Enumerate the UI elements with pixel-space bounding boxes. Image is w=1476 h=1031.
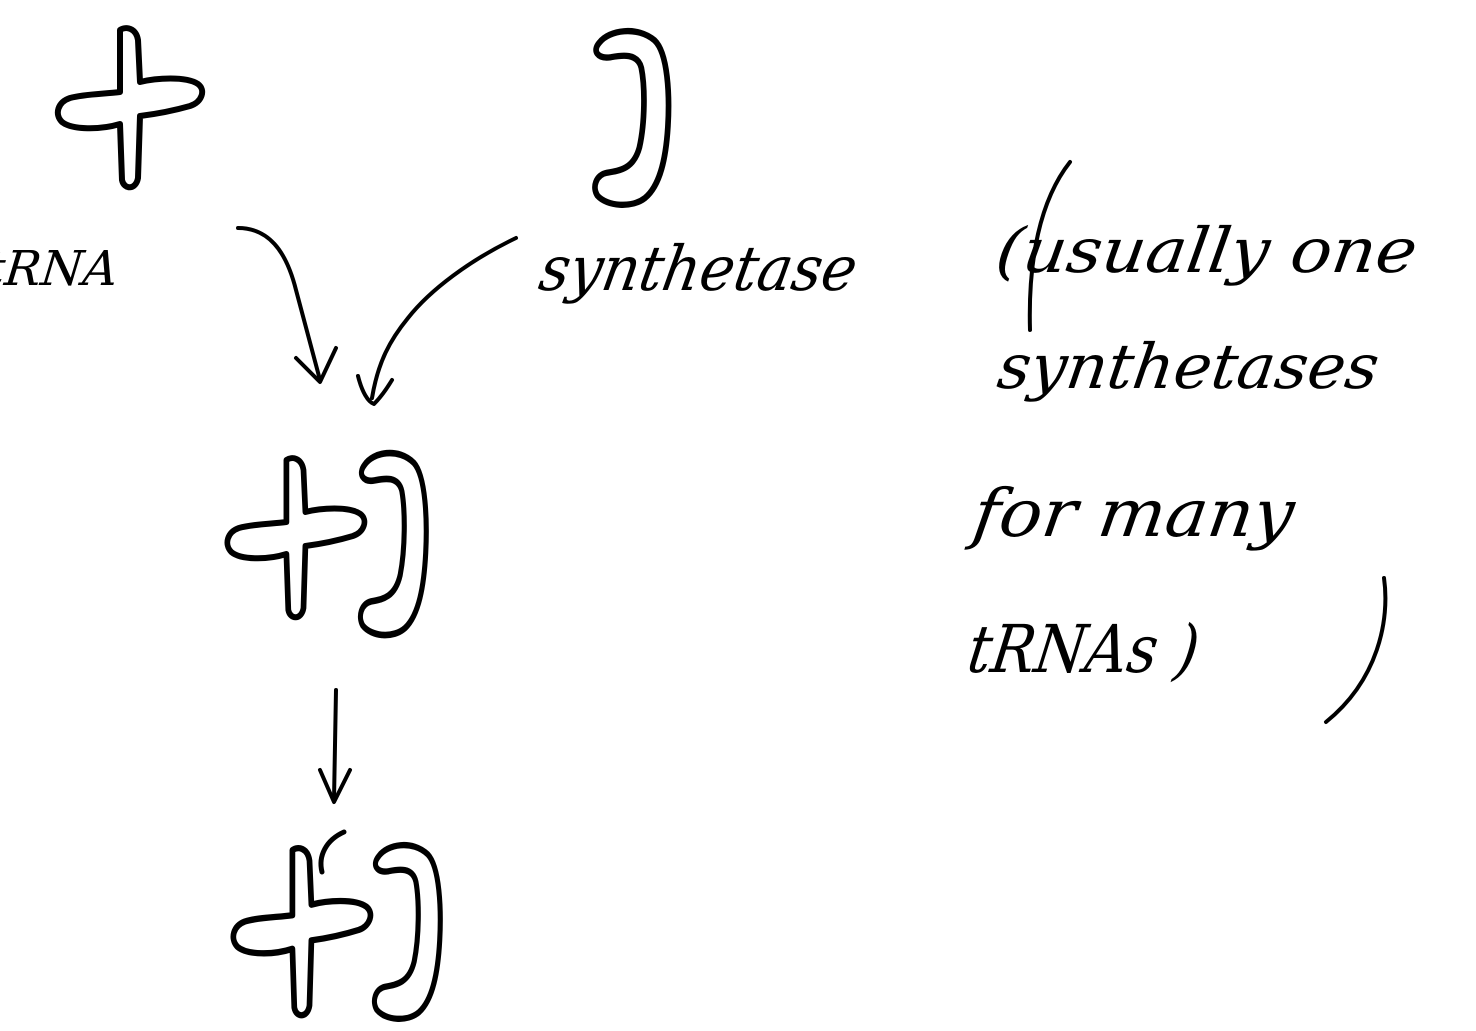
trna-arrow — [236, 226, 338, 384]
note-line-3: for many — [963, 474, 1301, 552]
synthetase-symbol — [595, 31, 669, 205]
note-line-1: (usually one — [992, 214, 1422, 287]
down-arrow — [318, 688, 352, 804]
synthetase-label: synthetase — [534, 232, 863, 304]
close-paren — [1324, 576, 1388, 724]
open-paren — [1027, 160, 1072, 332]
trna-label: tRNA — [0, 241, 121, 297]
note-block: (usually one synthetases for many tRNAs … — [963, 214, 1422, 688]
trna-synthetase-complex — [227, 453, 426, 635]
note-line-2: synthetases — [993, 330, 1383, 403]
synthetase-arrow — [356, 236, 518, 406]
trna-symbol — [58, 28, 202, 187]
charged-trna-and-synthetase — [233, 829, 440, 1019]
note-line-4: tRNAs ) — [963, 610, 1204, 688]
